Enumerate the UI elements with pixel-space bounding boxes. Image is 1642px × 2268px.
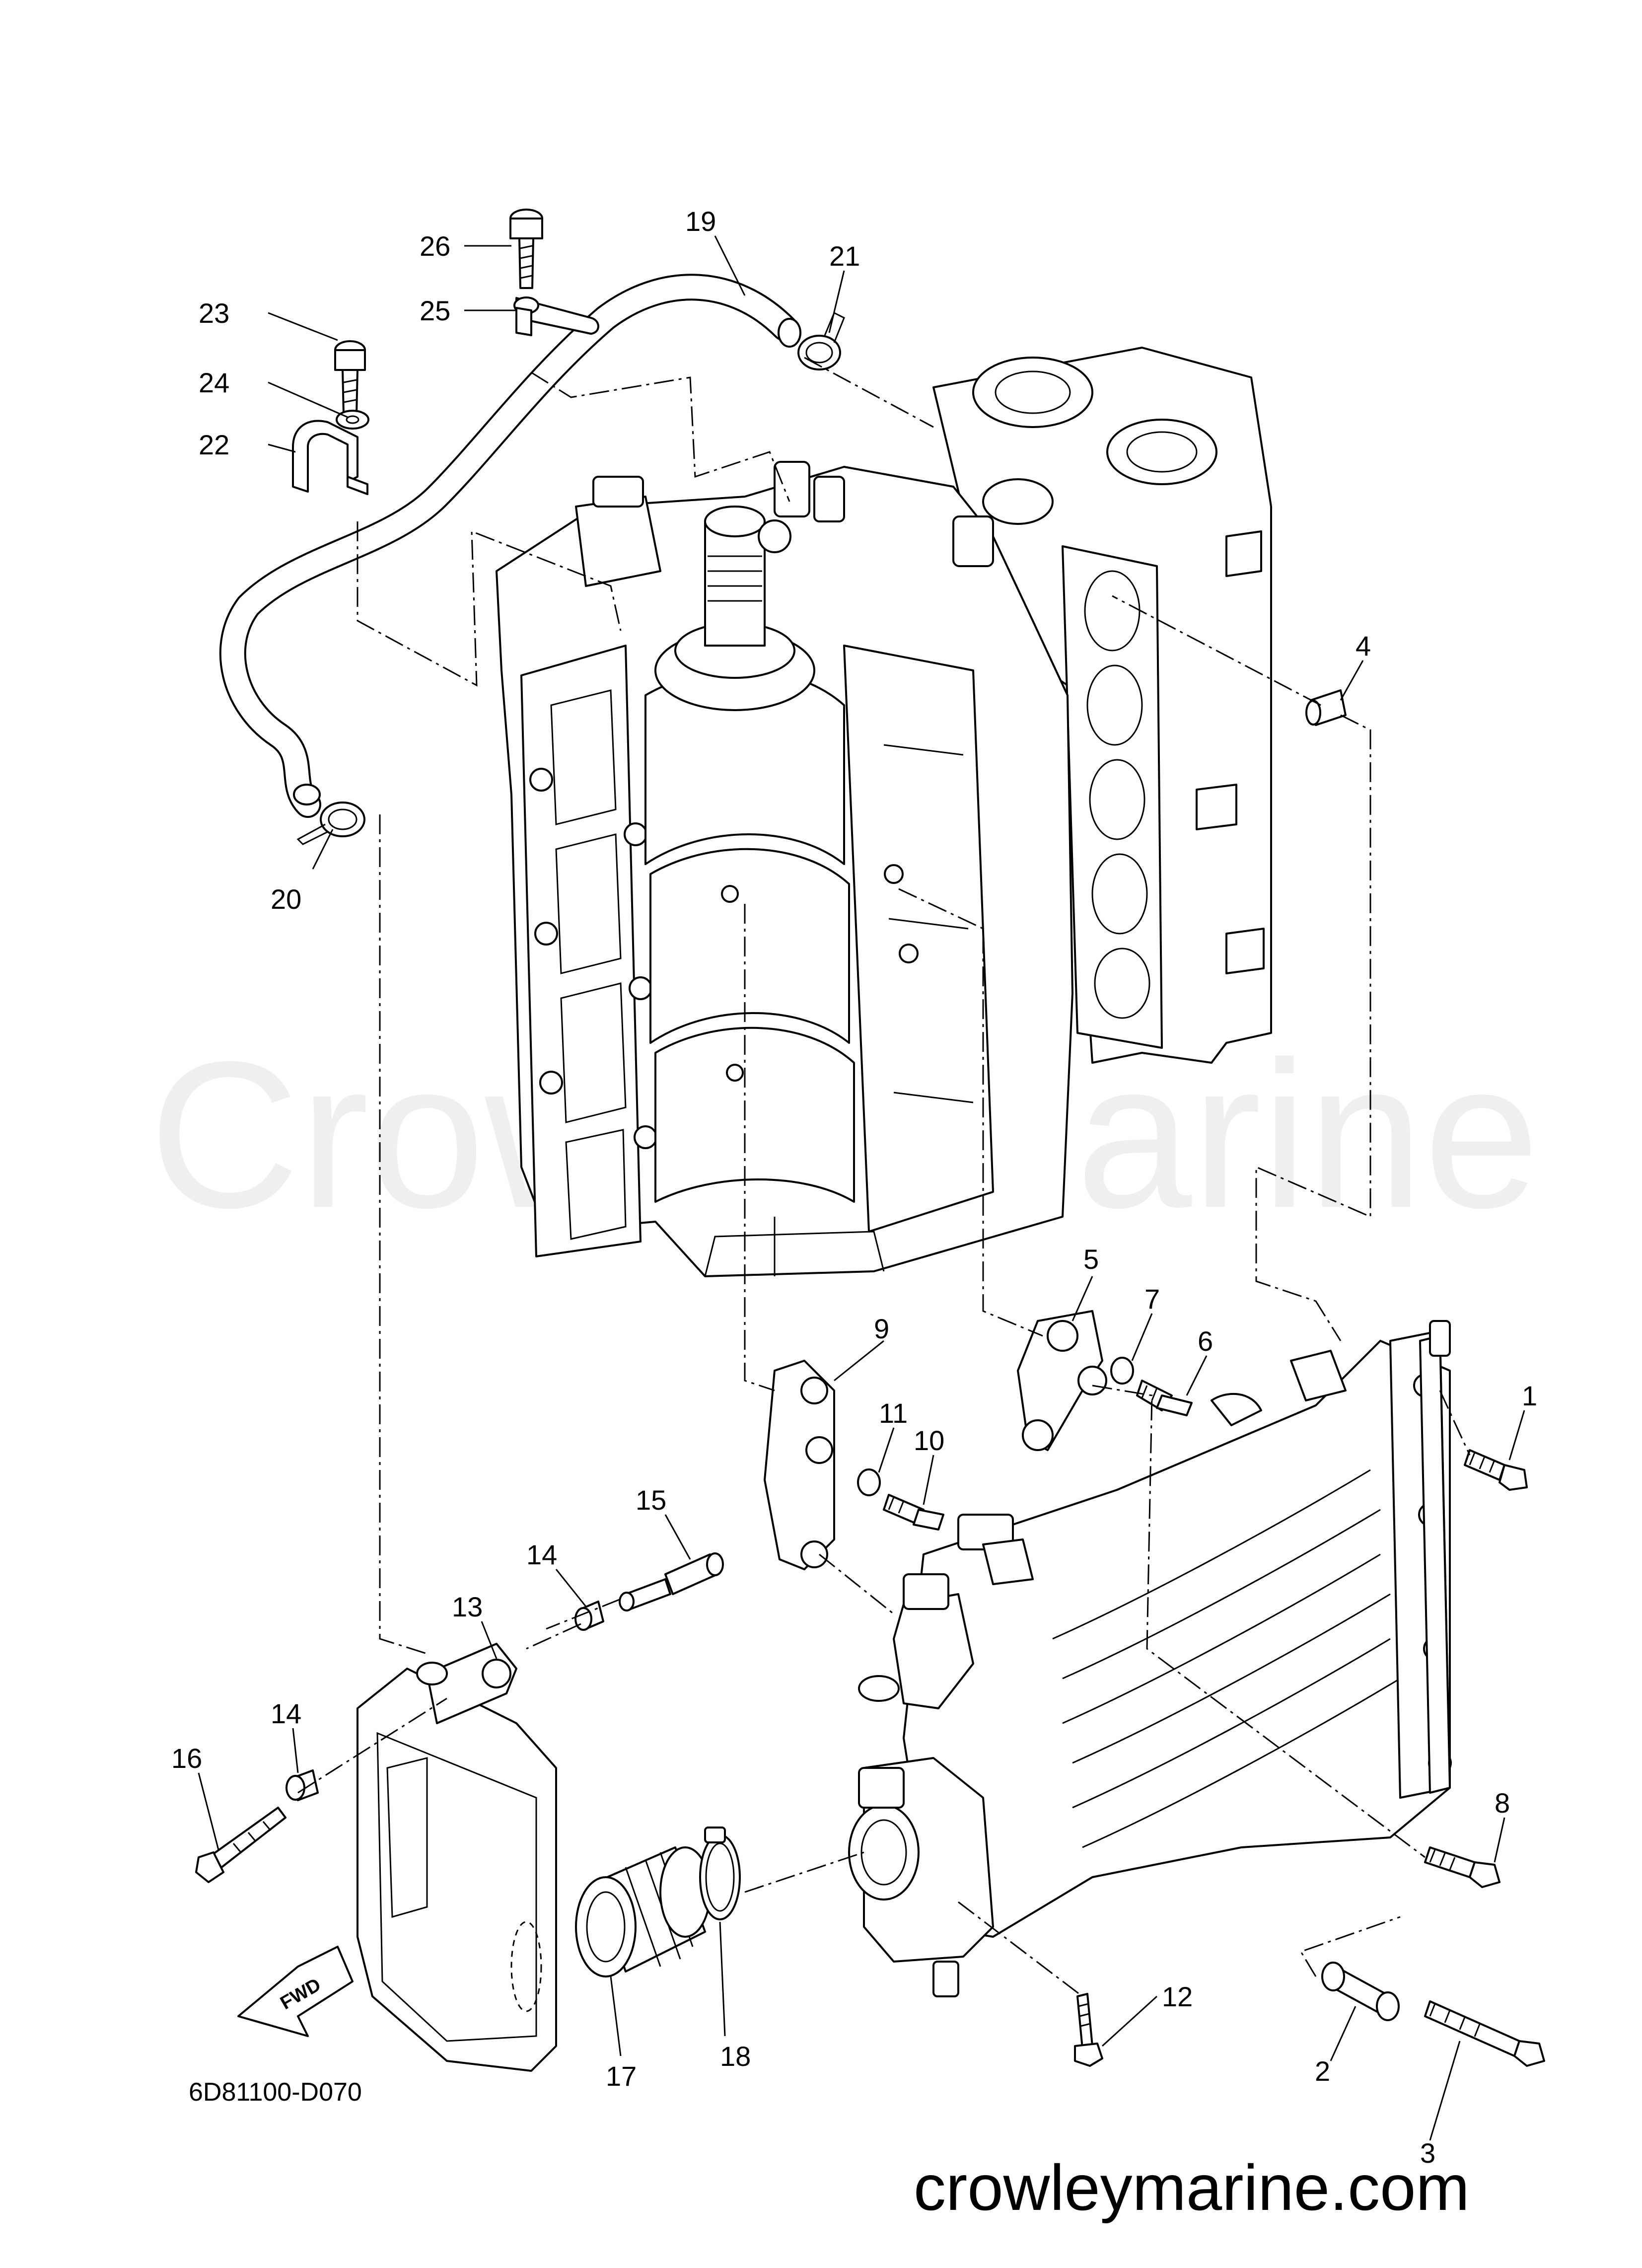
part-label-4: 4: [1356, 630, 1371, 661]
bolt-1: [1464, 1449, 1528, 1491]
bolt-8: [1424, 1846, 1500, 1888]
part-label-16: 16: [171, 1743, 202, 1774]
part-label-24: 24: [199, 367, 229, 398]
bracket-9: [764, 1360, 835, 1570]
fwd-arrow: FWD: [237, 1946, 354, 2037]
washer-11: [857, 1468, 881, 1496]
alignment-lines: [297, 357, 1471, 1997]
part-label-2: 2: [1315, 2055, 1330, 2087]
washer-7: [1110, 1357, 1134, 1385]
part-label-14b: 14: [271, 1698, 301, 1729]
part-label-12: 12: [1162, 1981, 1193, 2012]
cylinder-block: [496, 347, 1272, 1277]
dowel-pin-4: [1305, 689, 1347, 726]
part-label-5: 5: [1083, 1244, 1099, 1275]
diagram-code: 6D81100-D070: [189, 2078, 362, 2107]
bolt-16: [195, 1807, 286, 1883]
intake-silencer: [357, 1643, 557, 2072]
intake-manifold: [903, 1320, 1452, 1938]
part-label-10: 10: [914, 1425, 944, 1456]
intake-joint-17: [575, 1846, 711, 1977]
bolt-6: [1136, 1380, 1193, 1416]
clamp-25: [513, 296, 599, 336]
collar-2: [1321, 1962, 1400, 2021]
part-label-20: 20: [271, 883, 301, 915]
bolt-12: [1074, 1993, 1103, 2067]
bracket-5: [1017, 1310, 1107, 1451]
part-label-23: 23: [199, 297, 229, 329]
part-label-8: 8: [1495, 1787, 1510, 1819]
part-label-1: 1: [1522, 1380, 1537, 1411]
part-label-18: 18: [720, 2041, 751, 2072]
part-label-26: 26: [420, 230, 450, 262]
part-label-21: 21: [829, 240, 860, 272]
hose-clip-20: [296, 802, 365, 845]
part-label-17: 17: [606, 2060, 637, 2092]
breather-hose: [219, 274, 801, 818]
part-label-15: 15: [636, 1484, 666, 1516]
bolt-10: [883, 1494, 944, 1531]
throttle-body: [848, 1514, 1034, 1997]
hose-clip-21: [797, 311, 845, 370]
hose-clamp-18: [699, 1827, 741, 1920]
bolt-26: [509, 209, 543, 289]
part-label-3: 3: [1420, 2137, 1435, 2169]
part-label-9: 9: [874, 1313, 889, 1344]
grommet-14-lower: [286, 1769, 319, 1801]
part-label-14a: 14: [526, 1539, 557, 1570]
part-label-13: 13: [452, 1591, 483, 1622]
part-label-7: 7: [1144, 1283, 1160, 1315]
leader-lines: [198, 235, 1525, 2141]
bolt-3: [1424, 2000, 1545, 2067]
bracket-22: [292, 420, 368, 495]
part-label-25: 25: [420, 295, 450, 326]
part-label-11: 11: [879, 1397, 908, 1429]
part-label-22: 22: [199, 429, 229, 460]
washer-24: [336, 410, 369, 430]
part-label-6: 6: [1198, 1325, 1213, 1357]
bolt-23: [334, 340, 366, 416]
part-label-19: 19: [685, 206, 716, 237]
part-labels: 1 2 3 4 5 6 7 8 9 10 11 12 13 14 14 15 1…: [171, 206, 1537, 2169]
fitting-15: [619, 1552, 724, 1611]
website-text: crowleymarine.com: [914, 2151, 1470, 2224]
